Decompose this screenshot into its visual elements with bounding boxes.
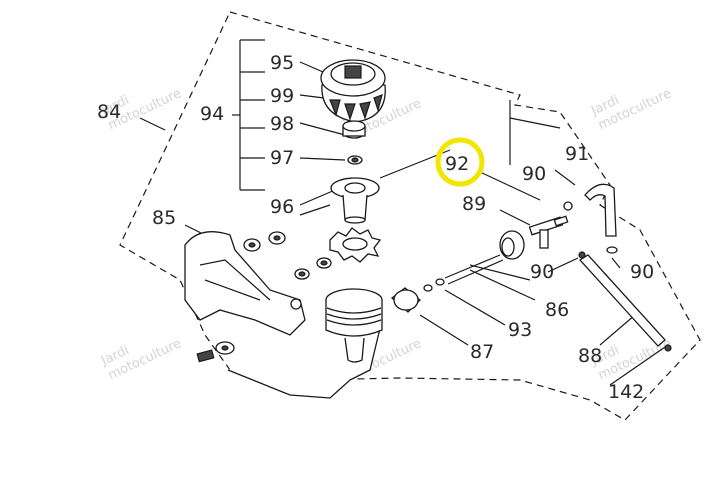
label-142[interactable]: 142 <box>608 381 644 403</box>
label-90-right[interactable]: 90 <box>630 261 654 283</box>
label-84[interactable]: 84 <box>97 101 121 123</box>
highlight-ring <box>435 137 485 187</box>
pump-tube <box>444 230 525 285</box>
label-92[interactable]: 92 <box>445 153 469 175</box>
label-88[interactable]: 88 <box>578 345 602 367</box>
watermark-mark: Jardi motoculture <box>588 86 674 133</box>
label-96[interactable]: 96 <box>270 196 294 218</box>
label-90-upper[interactable]: 90 <box>522 163 546 185</box>
label-94[interactable]: 94 <box>200 103 224 125</box>
watermark-mark: Jardi motoculture <box>98 336 184 383</box>
label-91[interactable]: 91 <box>565 143 589 165</box>
label-98[interactable]: 98 <box>270 113 294 135</box>
outlet-fitting <box>390 278 445 313</box>
pipe-88 <box>578 251 672 352</box>
fuel-cap <box>320 59 386 123</box>
small-washer <box>347 155 363 165</box>
label-95[interactable]: 95 <box>270 52 294 74</box>
small-oring <box>606 246 618 254</box>
filter-basket <box>330 177 380 224</box>
label-85[interactable]: 85 <box>152 207 176 229</box>
mounting-bracket <box>184 231 306 336</box>
label-90-middle[interactable]: 90 <box>530 261 554 283</box>
label-87[interactable]: 87 <box>470 341 494 363</box>
label-93[interactable]: 93 <box>508 319 532 341</box>
group-94-bracket <box>232 39 265 191</box>
hose-elbow <box>584 183 617 237</box>
label-99[interactable]: 99 <box>270 85 294 107</box>
watermark-group: Jardi motoculture Jardi motoculture Jard… <box>98 86 674 383</box>
star-ring <box>329 227 382 263</box>
cap-gasket <box>342 120 366 139</box>
label-97[interactable]: 97 <box>270 147 294 169</box>
tee-fitting <box>528 201 573 249</box>
tank-body <box>227 288 383 399</box>
label-89[interactable]: 89 <box>462 193 486 215</box>
label-86[interactable]: 86 <box>545 299 569 321</box>
